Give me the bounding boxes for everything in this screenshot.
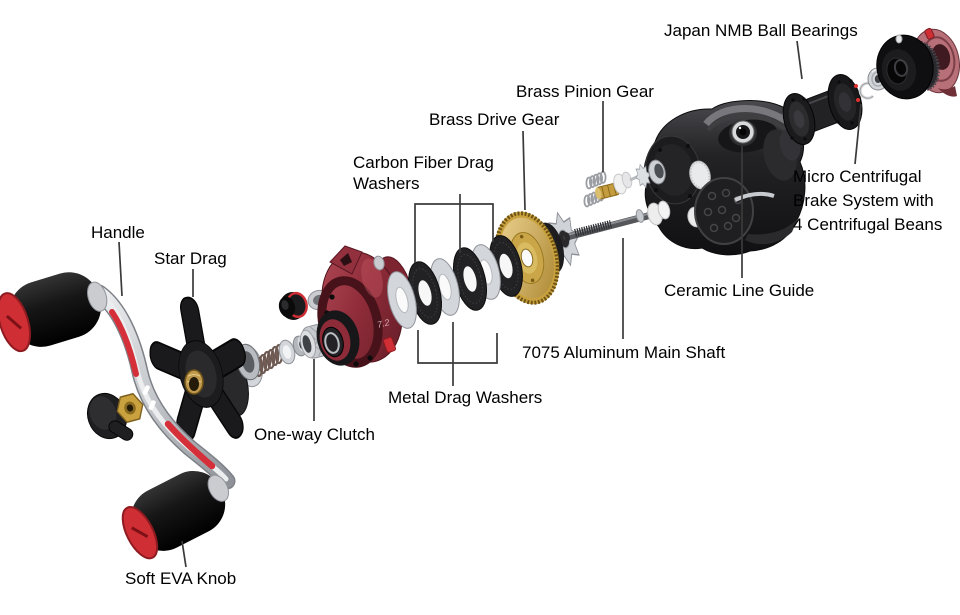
star-drag-part bbox=[149, 296, 246, 441]
ceramic-line-guide-part bbox=[729, 120, 757, 146]
c-clip bbox=[858, 81, 875, 100]
side-plate bbox=[876, 27, 960, 100]
label-carbon-fiber-drag-washers: Carbon Fiber Drag Washers bbox=[353, 153, 494, 193]
brass-hex-nut bbox=[116, 392, 144, 424]
label-aluminum-main-shaft: 7075 Aluminum Main Shaft bbox=[522, 343, 726, 362]
eva-knob-bottom bbox=[121, 470, 230, 560]
spool-left-flange bbox=[782, 93, 816, 145]
leader-drive-gear bbox=[522, 130, 526, 211]
drag-housing: 7.2 bbox=[316, 245, 413, 368]
pinion-spring-top bbox=[585, 170, 607, 190]
bracket-carbon-washers bbox=[414, 194, 494, 263]
clutch-flower-washer bbox=[635, 163, 651, 189]
label-brass-pinion-gear: Brass Pinion Gear bbox=[516, 82, 654, 101]
label-japan-nmb-ball-bearings: Japan NMB Ball Bearings bbox=[664, 21, 858, 40]
label-one-way-clutch: One-way Clutch bbox=[254, 425, 375, 444]
handle-arm bbox=[90, 284, 236, 490]
label-star-drag: Star Drag bbox=[154, 249, 227, 268]
gear-ratio-marking: 7.2 bbox=[376, 317, 391, 330]
eva-knob-top bbox=[0, 272, 108, 353]
label-soft-eva-knob: Soft EVA Knob bbox=[125, 569, 237, 588]
shaft-end-gears bbox=[647, 200, 671, 226]
label-micro-centrifugal-brake: Micro Centrifugal Brake System with 4 Ce… bbox=[793, 167, 943, 234]
drag-washer-stack bbox=[387, 235, 523, 329]
leader-handle bbox=[118, 241, 123, 297]
spool-part bbox=[782, 74, 863, 145]
spool-right-flange bbox=[827, 74, 863, 130]
leader-ball-bearings bbox=[796, 40, 803, 80]
pinion-assembly bbox=[583, 159, 666, 208]
leader-lines bbox=[118, 40, 862, 568]
handle-lock-knob bbox=[86, 392, 134, 441]
bracket-metal-washers bbox=[417, 322, 498, 386]
label-ceramic-line-guide: Ceramic Line Guide bbox=[664, 281, 815, 300]
leader-brake-system bbox=[854, 103, 862, 165]
label-brass-drive-gear: Brass Drive Gear bbox=[429, 110, 560, 129]
leader-eva-knob bbox=[181, 540, 187, 568]
label-metal-drag-washers: Metal Drag Washers bbox=[388, 388, 543, 407]
label-handle: Handle bbox=[91, 223, 145, 242]
